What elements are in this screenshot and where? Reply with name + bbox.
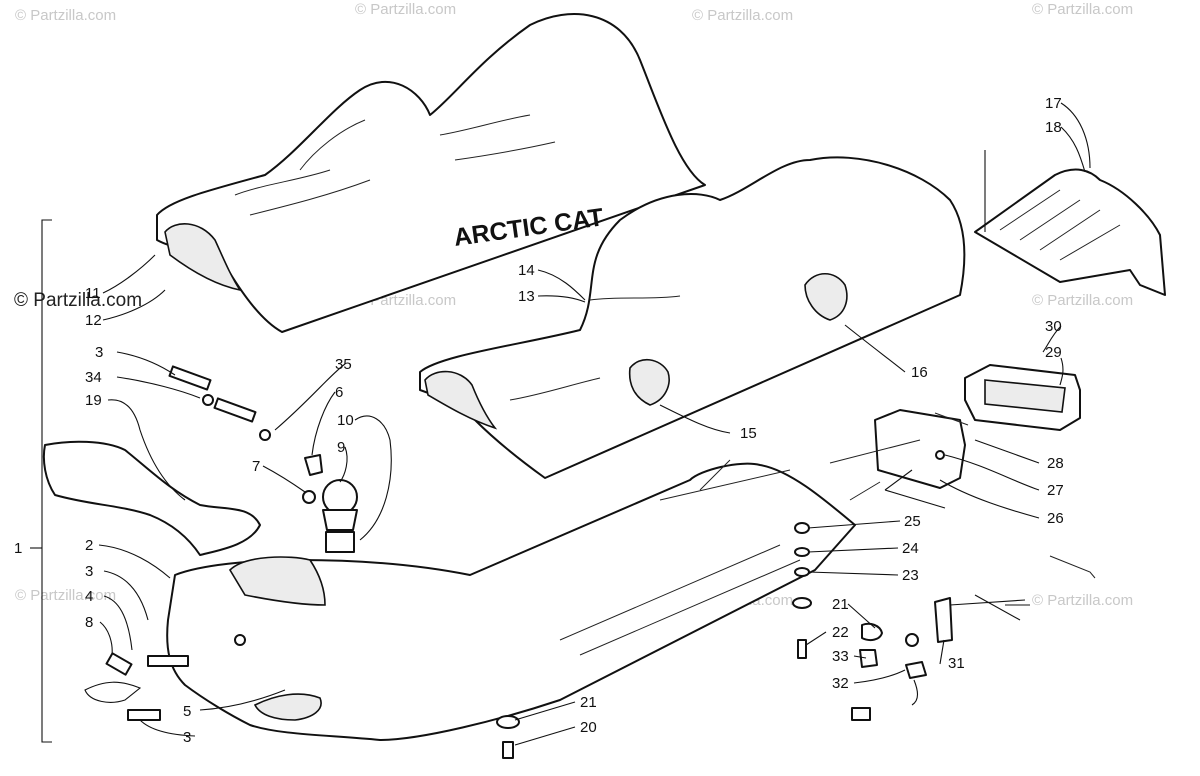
base-tray (166, 459, 856, 741)
callout-label: 18 (1045, 119, 1062, 136)
callout-label: 2 (85, 537, 93, 554)
callout-label: 6 (335, 384, 343, 401)
wire-routes (829, 412, 1096, 579)
callout-label: 17 (1045, 95, 1062, 112)
seat-foam (419, 156, 966, 479)
callout-label: 3 (95, 344, 103, 361)
callout-label: 31 (948, 655, 965, 672)
tail-piece (974, 150, 1166, 296)
callout-label: 4 (85, 588, 93, 605)
callout-label: 8 (85, 614, 93, 631)
side-panel (42, 440, 261, 556)
callout-label: 7 (252, 458, 260, 475)
callout-label: 32 (832, 675, 849, 692)
watermark-text: © Partzilla.com (355, 1, 456, 18)
callout-label: 3 (85, 563, 93, 580)
callout-label: 34 (85, 369, 102, 386)
callout-label: 21 (580, 694, 597, 711)
taillight (874, 364, 1081, 509)
leader-lines (98, 102, 1091, 746)
callout-label: 5 (183, 703, 191, 720)
fasteners-right (496, 522, 1030, 759)
callout-label: 35 (335, 356, 352, 373)
callout-label: 28 (1047, 455, 1064, 472)
callout-label: 14 (518, 262, 535, 279)
callout-label: 25 (904, 513, 921, 530)
callout-label: 19 (85, 392, 102, 409)
callout-label: 11 (85, 285, 101, 302)
callout-label: 29 (1045, 344, 1062, 361)
watermark-text: © Partzilla.com (1032, 1, 1133, 18)
hardware-left (84, 365, 323, 721)
callout-label: 22 (832, 624, 849, 641)
assembly-bracket (30, 219, 52, 743)
fuel-cap (322, 479, 358, 553)
callout-label: 1 (14, 540, 22, 557)
callout-label: 10 (337, 412, 354, 429)
callout-label: 12 (85, 312, 102, 329)
callout-label: 3 (183, 729, 191, 746)
callout-label: 21 (832, 596, 849, 613)
callout-label: 15 (740, 425, 757, 442)
watermark-text: © Partzilla.com (1032, 592, 1133, 609)
watermark-text: © Partzilla.com (15, 587, 116, 604)
callout-label: 23 (902, 567, 919, 584)
callout-label: 24 (902, 540, 919, 557)
callout-label: 20 (580, 719, 597, 736)
copyright-text: © Partzilla.com (14, 290, 142, 311)
callout-label: 33 (832, 648, 849, 665)
callout-label: 13 (518, 288, 535, 305)
watermark-text: © Partzilla.com (1032, 292, 1133, 309)
watermark-text: © Partzilla.com (692, 7, 793, 24)
watermark-text: © Partzilla.com (15, 7, 116, 24)
callout-label: 27 (1047, 482, 1064, 499)
callout-label: 30 (1045, 318, 1062, 335)
callout-label: 9 (337, 439, 345, 456)
callout-label: 26 (1047, 510, 1064, 527)
callout-labels: 1 2 3 3 3 4 5 6 7 8 9 10 11 12 13 14 15 … (14, 95, 1064, 746)
callout-label: 16 (911, 364, 928, 381)
